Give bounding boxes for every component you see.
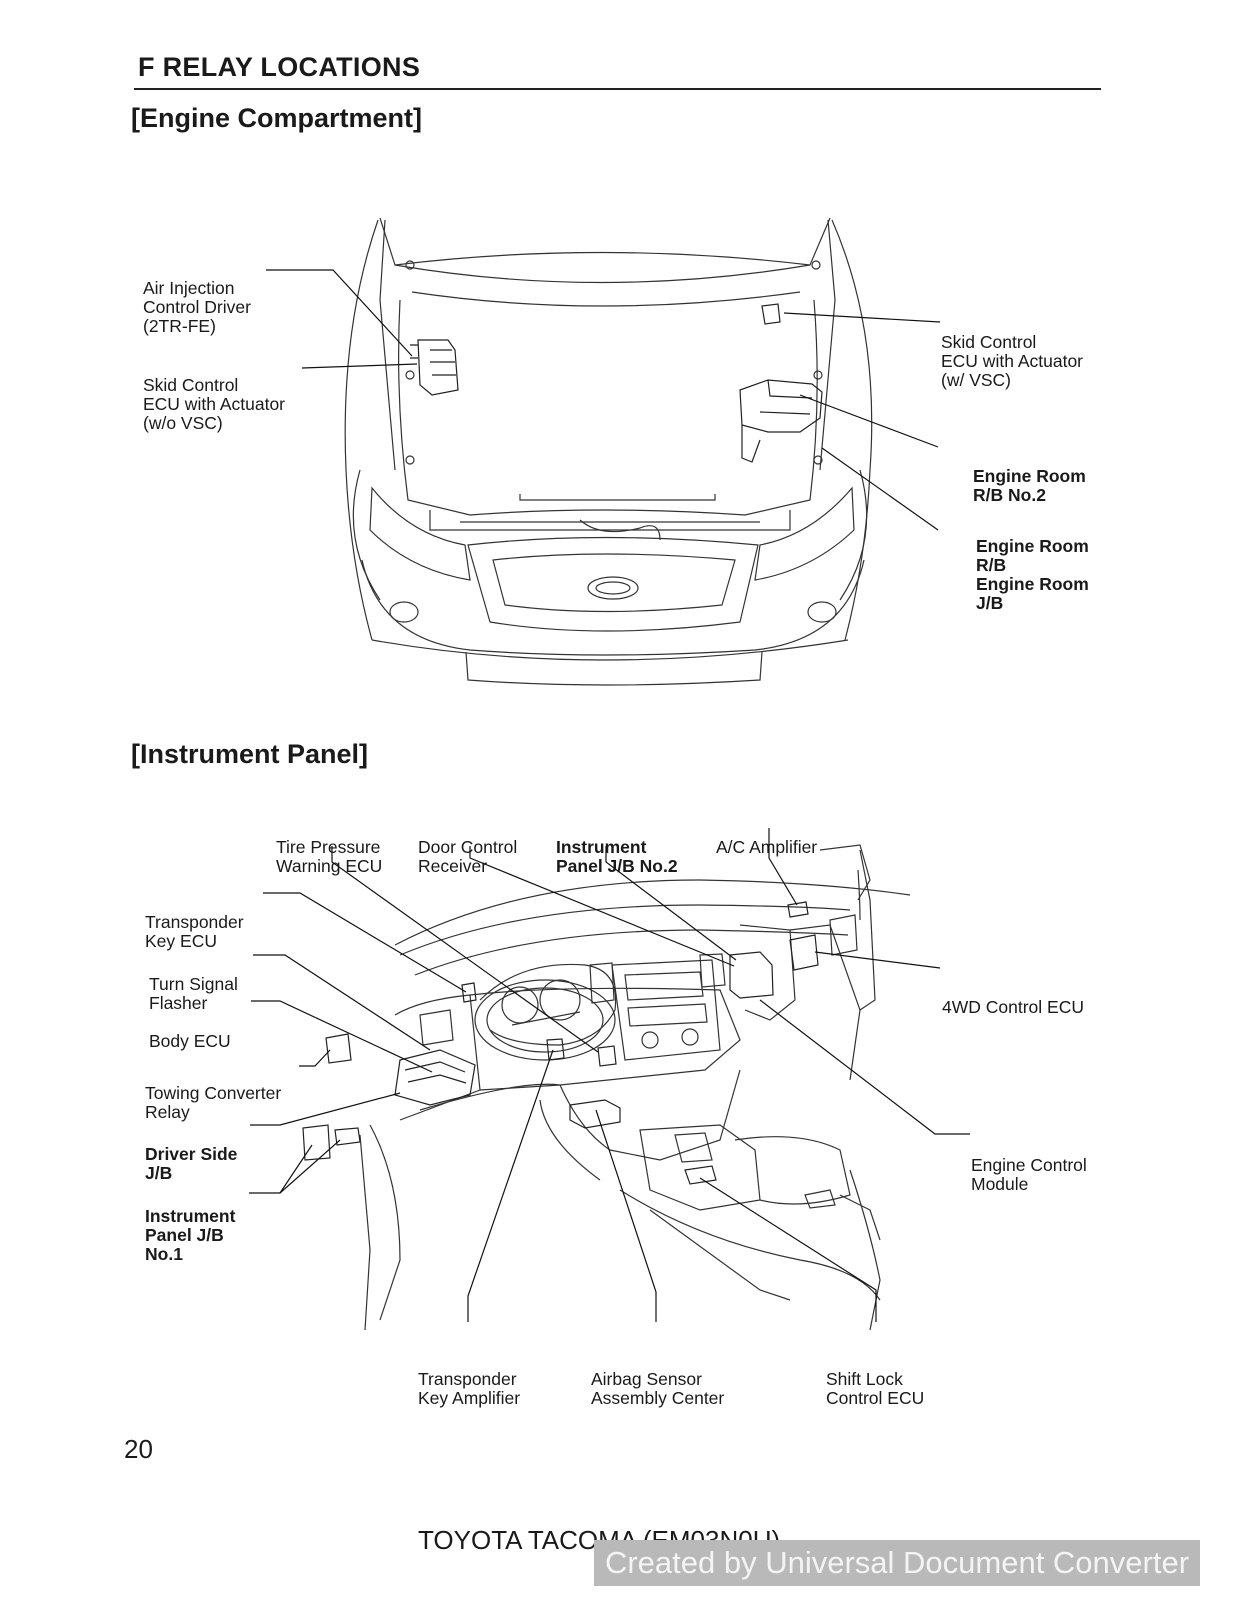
label-4wd-control-ecu: 4WD Control ECU bbox=[942, 997, 1084, 1017]
engine-leader-lines bbox=[266, 269, 941, 531]
instrument-panel-heading: [Instrument Panel] bbox=[131, 739, 369, 769]
instrument-panel-parts bbox=[302, 901, 819, 1185]
section-title: F RELAY LOCATIONS bbox=[138, 52, 421, 82]
engine-room-rb-part bbox=[739, 379, 823, 463]
label-body-ecu: Body ECU bbox=[149, 1031, 231, 1051]
page-number: 20 bbox=[124, 1434, 153, 1464]
panel-leader-lines bbox=[249, 828, 970, 1322]
engine-compartment-heading: [Engine Compartment] bbox=[131, 103, 423, 133]
watermark-banner: Created by Universal Document Converter bbox=[594, 1540, 1200, 1586]
label-ac-amplifier: A/C Amplifier bbox=[716, 837, 818, 857]
skid-control-ecu-w-vsc-part bbox=[761, 303, 781, 325]
skid-control-ecu-wo-vsc-part bbox=[410, 339, 459, 396]
header-rule bbox=[134, 88, 1101, 90]
dashboard-illustration bbox=[359, 844, 911, 1331]
truck-front-illustration bbox=[344, 217, 873, 686]
